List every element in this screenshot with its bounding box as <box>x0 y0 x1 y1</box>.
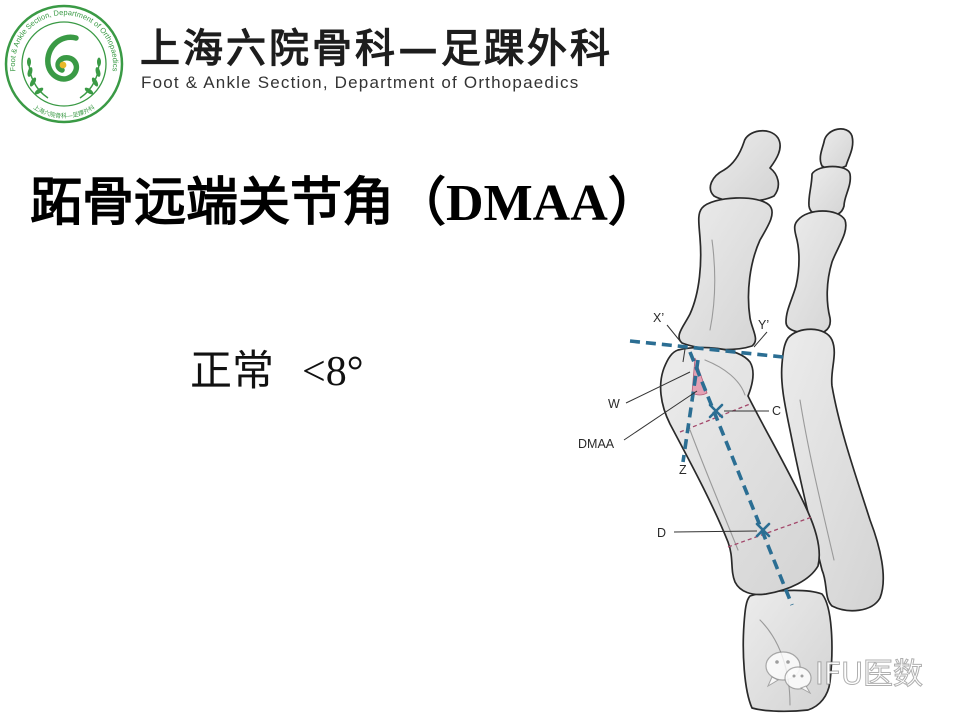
normal-range: 正常 <8° <box>190 346 364 398</box>
slide-title: 跖骨远端关节角（DMAA） <box>30 171 660 236</box>
first-metatarsal <box>659 346 821 596</box>
label-z: Z <box>679 463 687 477</box>
label-w: W <box>608 397 620 411</box>
label-y-prime: Y’ <box>758 318 769 332</box>
leader-x-prime <box>666 324 681 342</box>
second-middle-phalanx <box>807 165 852 217</box>
normal-value: <8° <box>302 349 364 395</box>
slide-title-abbr: （DMAA） <box>394 175 660 232</box>
first-metatarsal-head-shading <box>704 359 746 396</box>
first-metatarsal-ridge-shading <box>689 429 739 551</box>
laurel-icon <box>27 57 101 99</box>
label-c: C <box>772 404 781 418</box>
second-distal-phalanx <box>819 128 854 170</box>
second-metatarsal-shading <box>799 399 835 561</box>
logo-dot <box>59 61 67 69</box>
medial-cuneiform <box>742 589 833 713</box>
hallux-distal-phalanx <box>709 129 781 203</box>
midpoint-marker-c <box>708 403 724 419</box>
leader-y-prime <box>753 331 768 348</box>
articular-line-x-y <box>629 339 784 359</box>
leader-w <box>625 371 691 404</box>
perpendicular-line-z <box>681 359 700 463</box>
second-metatarsal <box>780 328 885 612</box>
wechat-icon <box>765 651 812 695</box>
watermark-text: IFU医数 <box>815 657 923 692</box>
leader-dmaa <box>623 390 698 441</box>
label-dmaa: DMAA <box>578 437 615 451</box>
label-d: D <box>657 526 666 540</box>
department-title: 上海六院骨科—足踝外科 <box>140 25 613 72</box>
metatarsal-axis-line <box>688 351 794 606</box>
hallux-proximal-phalanx-shading <box>709 239 716 331</box>
logo-inner-ring <box>21 21 107 107</box>
medial-border-tick <box>682 348 686 363</box>
section-line-d <box>727 516 813 548</box>
label-x-prime: X’ <box>653 311 664 325</box>
midpoint-marker-d <box>755 522 771 538</box>
hallux-proximal-phalanx <box>678 197 773 351</box>
second-proximal-phalanx <box>785 210 847 336</box>
hospital-logo-icon: Foot & Ankle Section, Department of Orth… <box>4 4 124 124</box>
logo-swirl-icon <box>45 34 80 82</box>
department-subtitle: Foot & Ankle Section, Department of Orth… <box>141 73 580 92</box>
leader-d <box>673 530 758 533</box>
slide-title-cn: 跖骨远端关节角 <box>30 173 395 233</box>
normal-label: 正常 <box>190 349 275 395</box>
